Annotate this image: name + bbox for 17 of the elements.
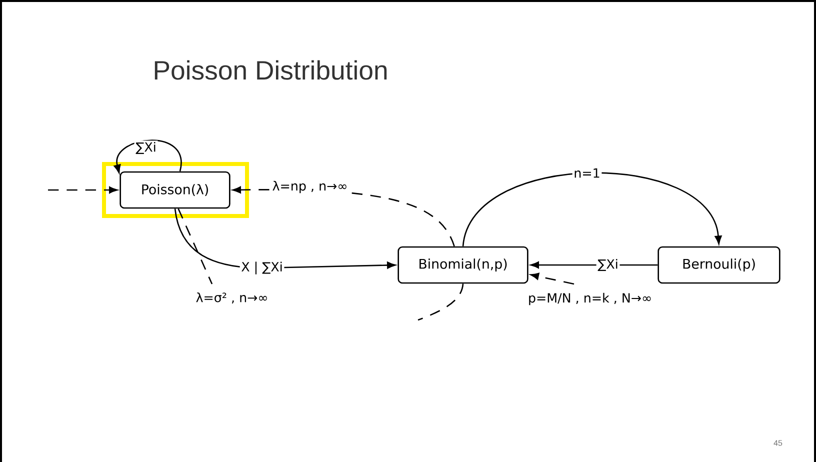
edge-label: X | ∑Xi bbox=[240, 260, 284, 276]
arrow bbox=[114, 140, 182, 174]
edge-label: ∑Xi bbox=[596, 258, 620, 272]
slide-title: Poisson Distribution bbox=[154, 60, 387, 80]
process-box: Bernouli(p) bbox=[658, 246, 780, 284]
edge-label: λ=np , n→∞ bbox=[270, 180, 350, 194]
process-box: Binomial(n,p) bbox=[398, 246, 528, 284]
edge-label: p=M/N , n=k , N→∞ bbox=[526, 292, 654, 306]
arrow bbox=[462, 172, 722, 247]
edge-label: n=1 bbox=[572, 167, 602, 179]
slide-number: 45 bbox=[774, 440, 782, 446]
arrow bbox=[530, 272, 574, 285]
arrow bbox=[48, 186, 118, 194]
edge-label: λ=σ² , n→∞ bbox=[194, 291, 270, 305]
edge-label: ∑Xi bbox=[134, 140, 158, 156]
process-box: Poisson(λ) bbox=[120, 171, 230, 209]
arrow bbox=[530, 262, 658, 269]
